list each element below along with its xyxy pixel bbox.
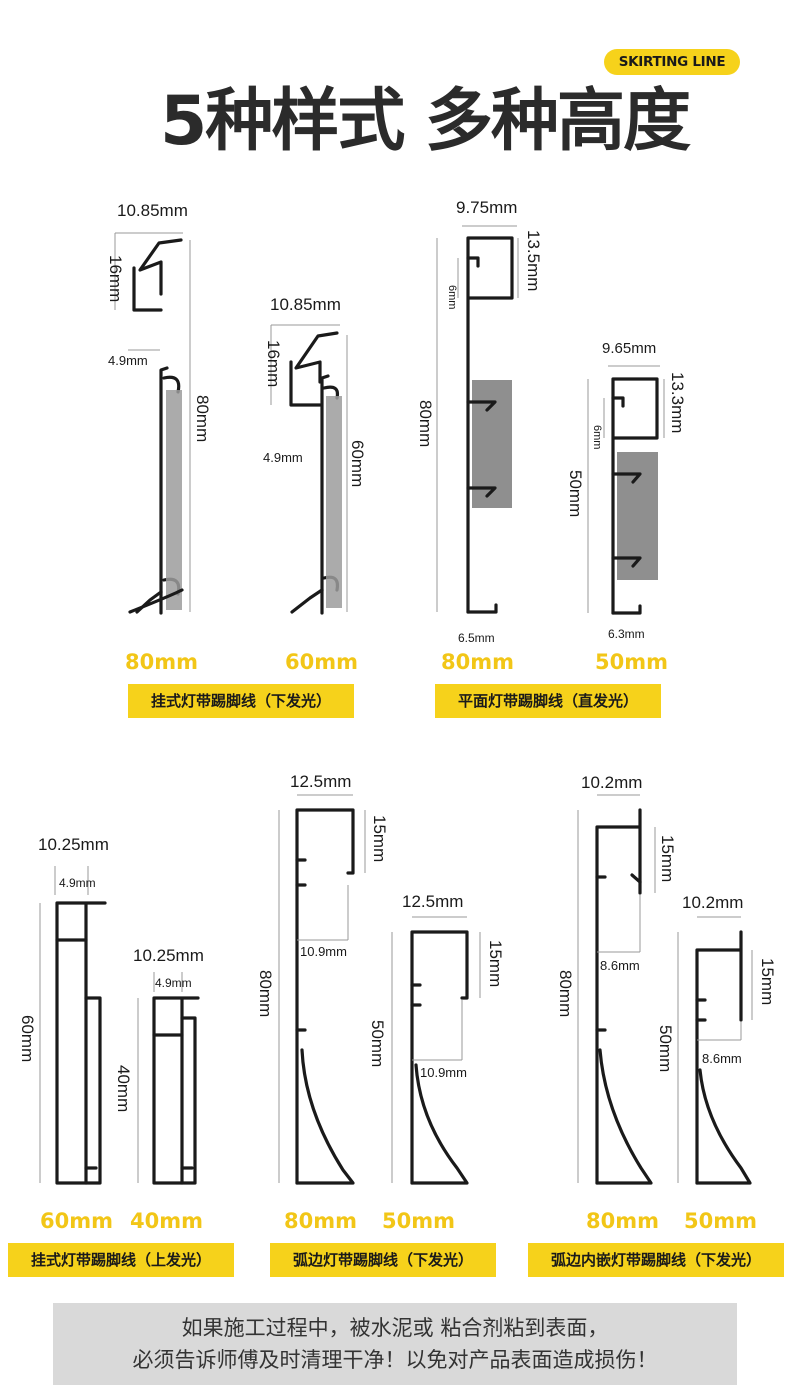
notice-line-2: 必须告诉师傅及时清理干净！以免对产品表面造成损伤！ [132,1348,658,1372]
p8-inner: 10.9mm [420,1065,467,1080]
p4-width: 9.65mm [602,340,656,357]
p4-inner: 6mm [591,425,603,449]
p3-base: 6.5mm [458,631,495,645]
p6-inner: 4.9mm [155,976,192,990]
p3-width: 9.75mm [456,198,517,217]
category-flat-direct: 平面灯带踢脚线（直发光） [435,684,661,718]
profile-arc-80 [278,794,366,1185]
profile-arc-inset-80 [577,794,656,1185]
p1-inner: 4.9mm [108,353,148,368]
category-arc-inset-down: 弧边内嵌灯带踢脚线（下发光） [528,1243,784,1277]
p2-height: 60mm [348,440,367,487]
profile-hanging-60 [270,324,348,615]
profile-hanging-80 [114,232,191,615]
p2-top: 16mm [264,340,283,387]
profile-arc-inset-50 [677,916,753,1185]
p7-top: 15mm [370,815,389,862]
p3-inner: 6mm [446,285,458,309]
p7-width: 12.5mm [290,772,351,791]
size-label: 80mm [125,650,198,674]
p10-top: 15mm [758,958,777,1005]
p2-width: 10.85mm [270,295,341,314]
notice-line-1: 如果施工过程中，被水泥或 粘合剂粘到表面， [181,1316,609,1340]
profile-up-60 [39,866,107,1185]
care-notice: 如果施工过程中，被水泥或 粘合剂粘到表面， 必须告诉师傅及时清理干净！以免对产品… [53,1303,737,1385]
size-label: 50mm [595,650,668,674]
size-label: 50mm [684,1209,757,1233]
p9-height: 80mm [556,970,575,1017]
p10-inner: 8.6mm [702,1051,742,1066]
category-hanging-up: 挂式灯带踢脚线（上发光） [8,1243,234,1277]
p6-height: 40mm [114,1065,133,1112]
profile-arc-50 [391,916,481,1185]
size-label: 80mm [586,1209,659,1233]
p8-top: 15mm [486,940,505,987]
p7-height: 80mm [256,970,275,1017]
profile-flat-50 [587,365,665,615]
p4-top: 13.3mm [668,372,687,433]
p5-height: 60mm [18,1015,37,1062]
p4-base: 6.3mm [608,627,645,641]
size-label: 50mm [382,1209,455,1233]
p7-inner: 10.9mm [300,944,347,959]
size-label: 60mm [285,650,358,674]
p3-height: 80mm [416,400,435,447]
profile-up-40 [137,972,200,1185]
size-label: 80mm [441,650,514,674]
p1-width: 10.85mm [117,201,188,220]
p9-top: 15mm [658,835,677,882]
p10-height: 50mm [656,1025,675,1072]
p6-width: 10.25mm [133,946,204,965]
p3-top: 13.5mm [524,230,543,291]
p1-top: 16mm [106,255,125,302]
p5-inner: 4.9mm [59,876,96,890]
category-hanging-down: 挂式灯带踢脚线（下发光） [128,684,354,718]
p5-width: 10.25mm [38,835,109,854]
p9-width: 10.2mm [581,773,642,792]
skirting-line-badge: SKIRTING LINE [604,49,740,75]
p8-width: 12.5mm [402,892,463,911]
size-label: 80mm [284,1209,357,1233]
p10-width: 10.2mm [682,893,743,912]
p4-height: 50mm [566,470,585,517]
profile-flat-80 [436,225,519,614]
size-label: 60mm [40,1209,113,1233]
p9-inner: 8.6mm [600,958,640,973]
page-title: 5种样式 多种高度 [160,82,691,161]
category-arc-down: 弧边灯带踢脚线（下发光） [270,1243,496,1277]
size-label: 40mm [130,1209,203,1233]
p1-height: 80mm [193,395,212,442]
p8-height: 50mm [368,1020,387,1067]
p2-inner: 4.9mm [263,450,303,465]
